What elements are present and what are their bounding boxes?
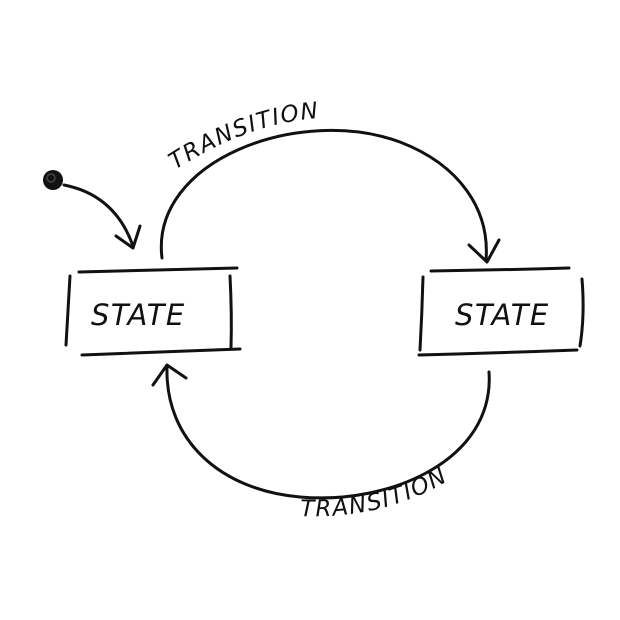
state-label-right: STATE [455, 298, 550, 332]
initial-state-dot [43, 170, 63, 190]
state-box-right[interactable]: STATE [417, 266, 585, 357]
transition-label-top: TRANSITION [165, 98, 321, 175]
transition-arrow-top[interactable] [159, 128, 501, 264]
state-box-left[interactable]: STATE [64, 266, 242, 357]
state-label-left: STATE [91, 298, 186, 332]
transition-arrow-bottom[interactable] [151, 363, 491, 500]
transition-label-bottom: TRANSITION [300, 463, 452, 523]
initial-transition-arrow [62, 183, 142, 250]
